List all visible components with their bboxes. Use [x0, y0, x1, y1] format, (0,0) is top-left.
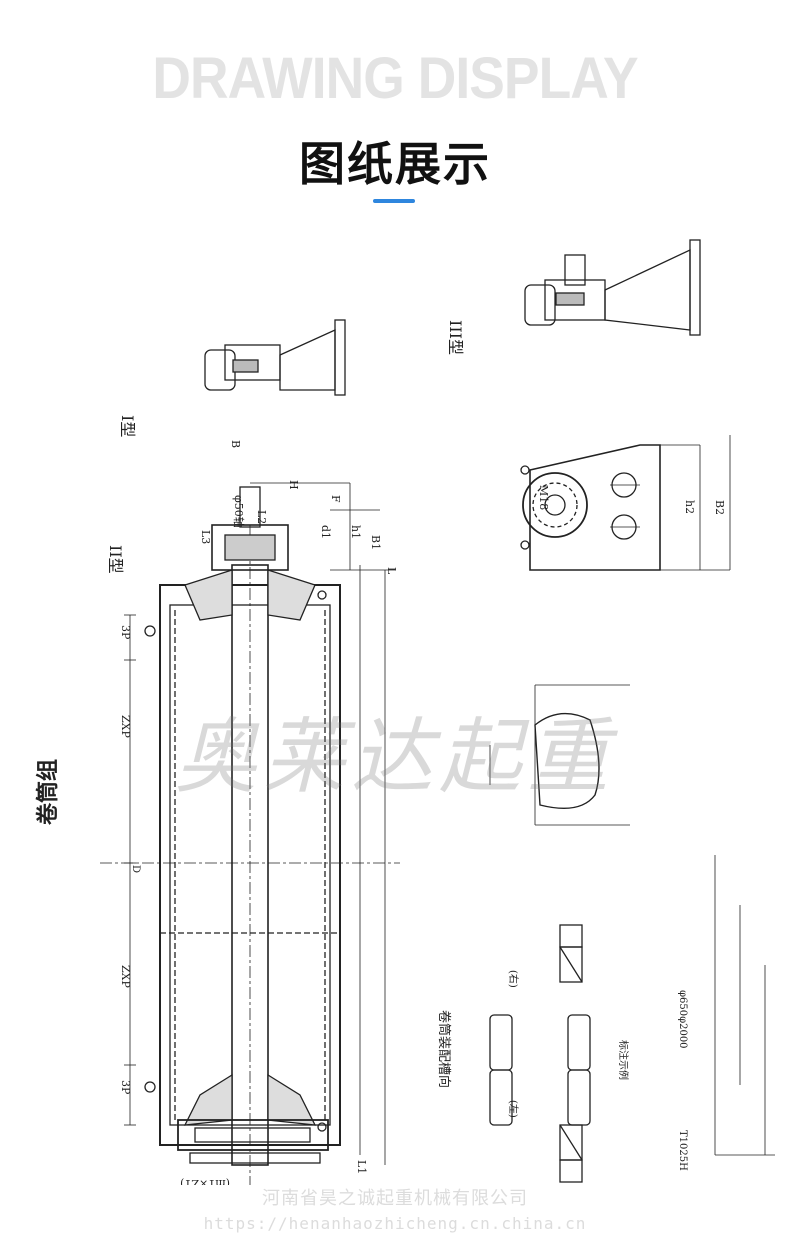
- label-dim-f: F: [329, 495, 342, 503]
- assembly-direction-table: [489, 855, 775, 1183]
- type-3-detail: [524, 239, 701, 336]
- label-code: T1025H: [677, 1130, 688, 1171]
- title-accent-bar: [373, 199, 415, 203]
- label-dim-d1: d1: [319, 525, 332, 539]
- side-title: 卷筒组: [35, 759, 61, 826]
- label-dim-3p-bottom: 3P: [119, 1080, 132, 1095]
- label-m18: M18: [537, 485, 550, 510]
- label-dim-b1: B1: [369, 535, 382, 550]
- footer-url: https://henanhaozhicheng.cn.china.cn: [203, 1214, 587, 1233]
- label-dim-b2: B2: [713, 500, 726, 515]
- watermark-text: 奥莱达起重: [175, 710, 615, 805]
- label-dim-l: L: [385, 567, 398, 575]
- label-dim-h2: h2: [683, 500, 696, 514]
- drum-assembly: [100, 482, 400, 1185]
- footer-company: 河南省昊之诚起重机械有限公司: [262, 1188, 528, 1209]
- label-spec: φ650φ2000: [677, 990, 688, 1049]
- label-type-2: II型: [106, 545, 125, 574]
- label-dim-l1: L1: [355, 1160, 368, 1174]
- label-type-1: I型: [118, 415, 137, 437]
- label-dim-l2: L2: [255, 510, 268, 524]
- label-note: 标注示例: [617, 1040, 630, 1080]
- type-1-detail: [204, 319, 346, 396]
- groove-detail: [489, 684, 630, 826]
- label-dim-d: D: [130, 865, 141, 873]
- label-groove-title: 卷筒装配槽向: [436, 1010, 452, 1088]
- hero-title-cn: 图纸展示: [299, 137, 491, 191]
- hero-title-en: DRAWING DISPLAY: [152, 46, 638, 111]
- label-dim-3p-top: 3P: [119, 625, 132, 640]
- label-dim-h: H: [287, 480, 300, 490]
- label-dim-l3: L3: [199, 530, 212, 544]
- label-phi50: φ50轴: [232, 495, 246, 528]
- bearing-housing-view: [520, 435, 731, 571]
- label-type-3: III型: [446, 320, 465, 355]
- label-right: (右): [507, 970, 520, 988]
- technical-drawing: 卷筒组 I型 II型 III型 H B F h1 B1 d1 L1 L2 L3 …: [35, 239, 775, 1185]
- label-dim-h1: h1: [349, 525, 362, 539]
- label-left: (左): [507, 1100, 520, 1118]
- label-lead: (m1×Z1): [180, 1177, 230, 1185]
- label-dim-zxp-bottom: ZXP: [119, 965, 132, 988]
- label-dim-zxp-top: ZXP: [119, 715, 132, 738]
- label-dim-b: B: [229, 440, 242, 448]
